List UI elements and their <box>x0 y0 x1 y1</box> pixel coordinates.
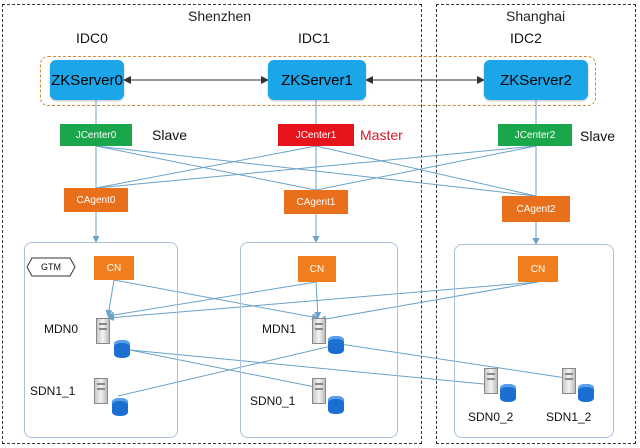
sdn1-2-label: SDN1_2 <box>546 410 592 424</box>
sdn0-2-server-icon[interactable] <box>484 368 498 394</box>
sdn1-1-label: SDN1_1 <box>30 384 76 398</box>
sdn0-2-disk-icon <box>500 384 516 402</box>
cn-idc2[interactable]: CN <box>518 256 558 282</box>
cagent0[interactable]: CAgent0 <box>64 188 128 212</box>
sdn0-1-label: SDN0_1 <box>250 394 296 408</box>
mdn1-label: MDN1 <box>262 322 297 336</box>
sdn0-1-disk-icon <box>328 396 344 414</box>
zkserver0[interactable]: ZKServer0 <box>50 60 124 100</box>
group-idc1 <box>240 242 398 438</box>
region-shenzhen-label: Shenzhen <box>188 8 252 24</box>
cagent1[interactable]: CAgent1 <box>284 190 348 214</box>
jcenter1-role: Master <box>360 127 403 143</box>
jcenter0[interactable]: JCenter0 <box>60 124 132 146</box>
sdn1-2-server-icon[interactable] <box>562 368 576 394</box>
cagent2[interactable]: CAgent2 <box>502 196 570 222</box>
idc1-label: IDC1 <box>298 30 330 46</box>
group-idc0 <box>24 242 178 438</box>
cn-idc1[interactable]: CN <box>298 256 336 282</box>
mdn0-server-icon[interactable] <box>96 318 110 344</box>
jcenter1[interactable]: JCenter1 <box>278 124 354 146</box>
mdn1-server-icon[interactable] <box>312 318 326 344</box>
jcenter2[interactable]: JCenter2 <box>498 124 572 146</box>
sdn1-1-disk-icon <box>112 398 128 416</box>
idc0-label: IDC0 <box>76 30 108 46</box>
region-shenzhen <box>2 4 422 444</box>
idc2-label: IDC2 <box>510 30 542 46</box>
jcenter2-role: Slave <box>580 128 616 144</box>
zkserver2[interactable]: ZKServer2 <box>484 60 588 100</box>
region-shanghai-label: Shanghai <box>506 8 566 24</box>
jcenter0-role: Slave <box>152 127 188 143</box>
gtm-node[interactable]: GTM <box>26 256 76 278</box>
zkserver1[interactable]: ZKServer1 <box>268 60 366 100</box>
gtm-label: GTM <box>41 262 61 272</box>
mdn0-label: MDN0 <box>44 322 79 336</box>
sdn0-2-label: SDN0_2 <box>468 410 514 424</box>
mdn0-disk-icon <box>114 340 130 358</box>
gtm-shape <box>26 257 76 277</box>
group-idc2 <box>454 244 614 438</box>
sdn0-1-server-icon[interactable] <box>312 378 326 404</box>
mdn1-disk-icon <box>328 336 344 354</box>
sdn1-2-disk-icon <box>578 384 594 402</box>
zk-ensemble <box>40 56 596 106</box>
sdn1-1-server-icon[interactable] <box>94 378 108 404</box>
region-shanghai <box>436 4 636 444</box>
cn-idc0[interactable]: CN <box>94 256 134 280</box>
